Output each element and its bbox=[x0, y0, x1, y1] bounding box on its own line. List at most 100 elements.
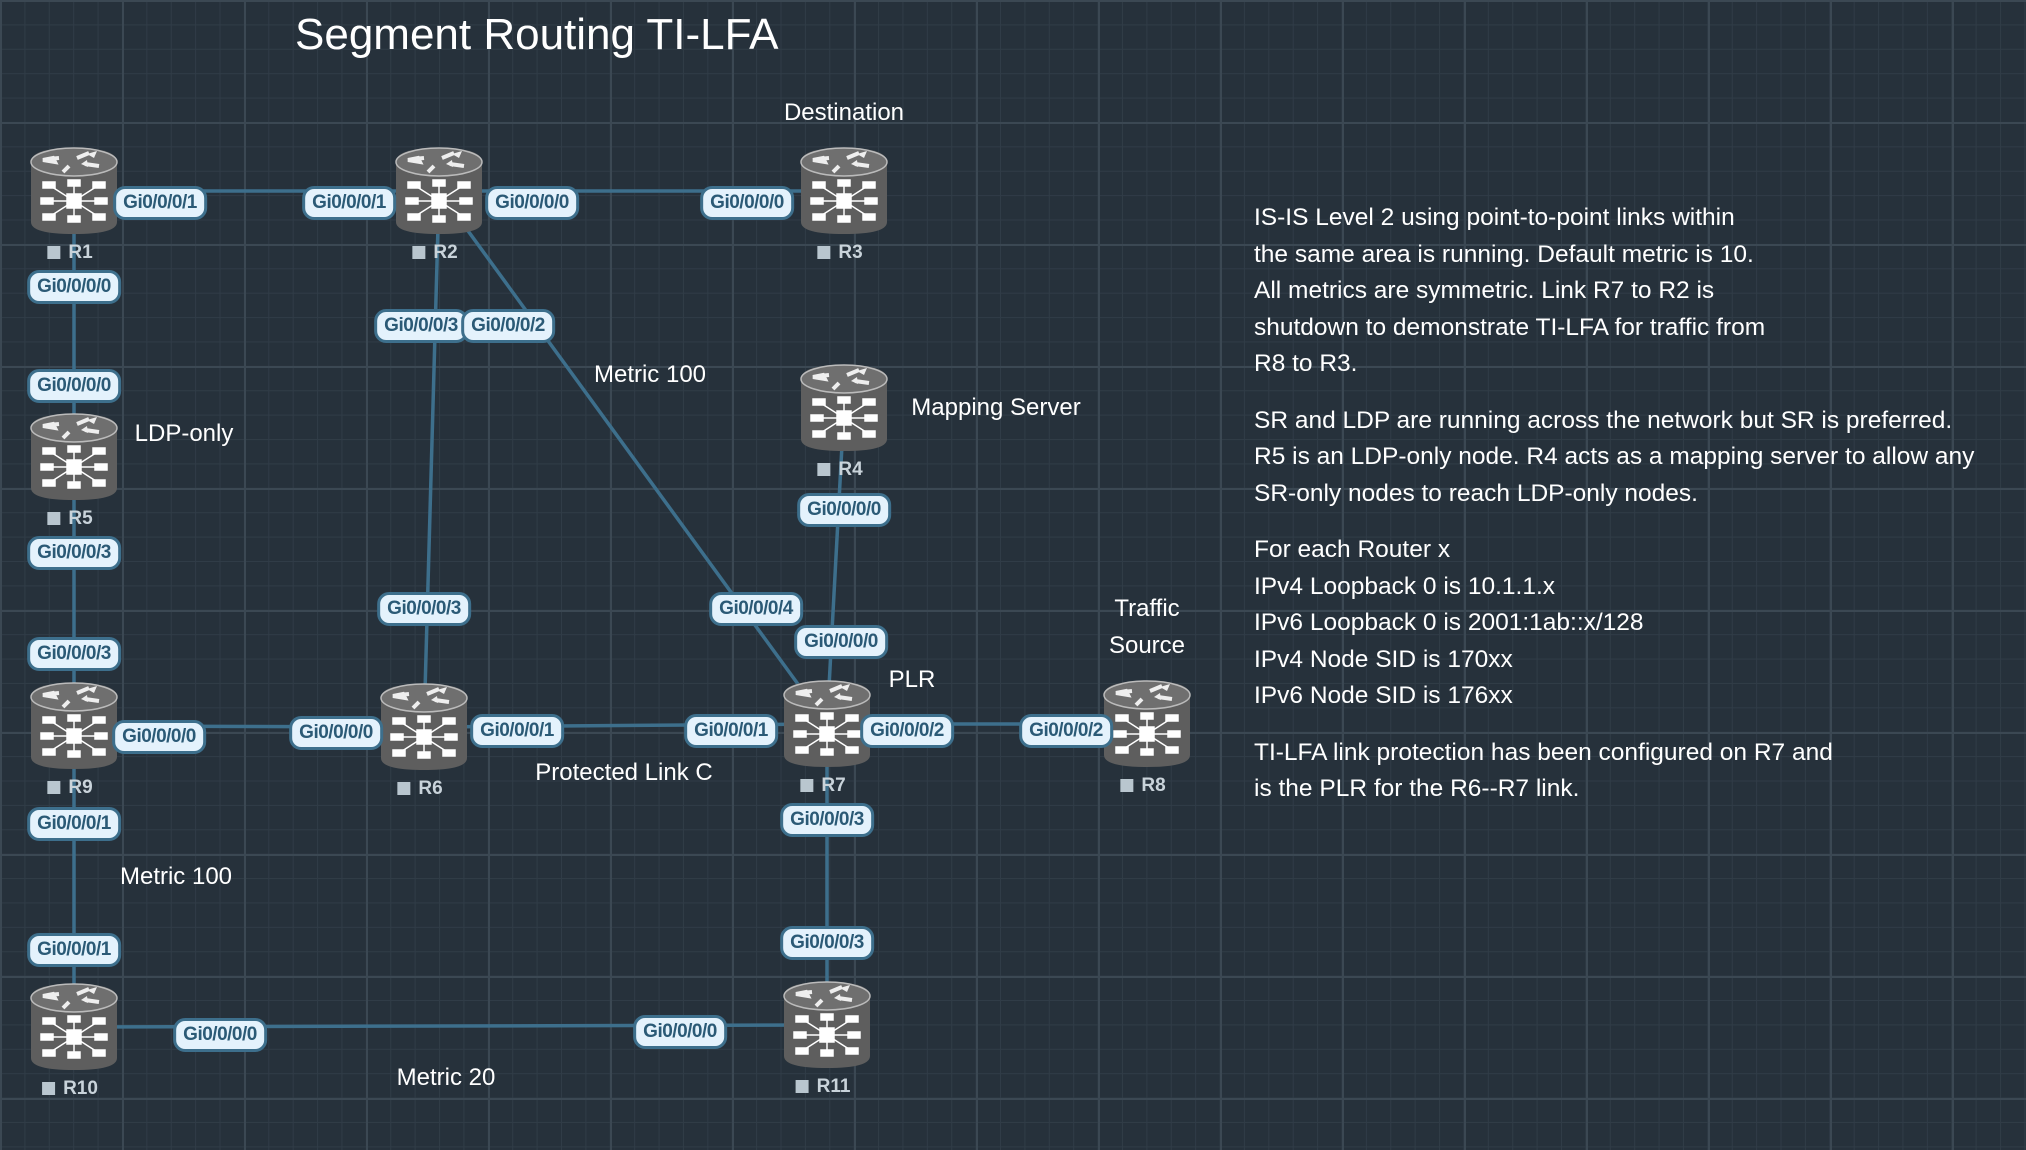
status-square-icon bbox=[800, 779, 814, 792]
router-name: R6 bbox=[418, 778, 443, 799]
interface-label[interactable]: Gi0/0/0/1 bbox=[27, 807, 121, 841]
router-name: R7 bbox=[821, 775, 846, 796]
diagram-title: Segment Routing TI-LFA bbox=[295, 10, 779, 59]
router-name: R5 bbox=[68, 508, 93, 529]
status-square-icon bbox=[795, 1080, 809, 1093]
router-label: R3 bbox=[817, 242, 863, 264]
interface-label[interactable]: Gi0/0/0/3 bbox=[780, 803, 874, 837]
router-name: R3 bbox=[838, 242, 863, 263]
note-line: R8 to R3. bbox=[1254, 350, 1358, 377]
router-label: R1 bbox=[47, 242, 93, 264]
router-name: R2 bbox=[433, 242, 458, 263]
router-name: R1 bbox=[68, 242, 93, 263]
interface-label[interactable]: Gi0/0/0/2 bbox=[1019, 714, 1113, 748]
interface-label[interactable]: Gi0/0/0/3 bbox=[374, 309, 468, 343]
note-line: SR-only nodes to reach LDP-only nodes. bbox=[1254, 479, 1698, 507]
link-r2-r6[interactable] bbox=[422, 190, 441, 728]
interface-label[interactable]: Gi0/0/0/3 bbox=[27, 536, 121, 570]
status-square-icon bbox=[42, 1082, 56, 1095]
interface-label[interactable]: Gi0/0/0/1 bbox=[302, 186, 396, 220]
router-icon[interactable] bbox=[780, 976, 874, 1070]
link-r4-r7[interactable] bbox=[825, 407, 846, 725]
router-label: R10 bbox=[42, 1078, 98, 1100]
note-line: shutdown to demonstrate TI-LFA for traff… bbox=[1254, 313, 1766, 341]
status-square-icon bbox=[47, 781, 61, 794]
interface-label[interactable]: Gi0/0/0/3 bbox=[377, 592, 471, 626]
interface-label[interactable]: Gi0/0/0/4 bbox=[709, 592, 803, 626]
router-name: R4 bbox=[838, 459, 863, 480]
router-icon[interactable] bbox=[27, 978, 121, 1072]
router-icon[interactable] bbox=[27, 408, 121, 502]
status-square-icon bbox=[817, 463, 831, 476]
router-label: R8 bbox=[1120, 775, 1166, 797]
ldp-only-label: LDP-only bbox=[134, 420, 234, 447]
router-icon[interactable] bbox=[27, 142, 121, 236]
interface-label[interactable]: Gi0/0/0/0 bbox=[700, 186, 794, 220]
router-name: R11 bbox=[816, 1076, 851, 1097]
router-label: R6 bbox=[397, 778, 443, 800]
note-line: For each Router x bbox=[1254, 536, 1451, 563]
router-icon[interactable] bbox=[797, 359, 891, 453]
interface-label[interactable]: Gi0/0/0/0 bbox=[112, 720, 206, 754]
router-label: R2 bbox=[412, 242, 458, 264]
metric-r9-r10-label: Metric 100 bbox=[119, 863, 233, 890]
status-square-icon bbox=[47, 512, 61, 525]
interface-label[interactable]: Gi0/0/0/0 bbox=[27, 270, 121, 304]
note-line: the same area is running. Default metric… bbox=[1254, 240, 1754, 268]
note-line: IS-IS Level 2 using point-to-point links… bbox=[1254, 204, 1735, 231]
note-line: TI-LFA link protection has been configur… bbox=[1254, 738, 1833, 766]
protected-link-label: Protected Link C bbox=[535, 759, 713, 786]
router-label: R5 bbox=[47, 508, 93, 530]
router-label: R11 bbox=[795, 1076, 851, 1098]
note-spacer bbox=[1254, 512, 1974, 532]
mapping-server-label: Mapping Server bbox=[911, 394, 1081, 421]
interface-label[interactable]: Gi0/0/0/2 bbox=[860, 714, 954, 748]
source-label: Source bbox=[1108, 632, 1186, 659]
interface-label[interactable]: Gi0/0/0/0 bbox=[27, 369, 121, 403]
note-spacer bbox=[1254, 383, 1974, 403]
interface-label[interactable]: Gi0/0/0/0 bbox=[289, 716, 383, 750]
traffic-label: Traffic bbox=[1114, 595, 1180, 622]
router-label: R4 bbox=[817, 459, 863, 481]
router-label: R7 bbox=[800, 775, 846, 797]
status-square-icon bbox=[817, 246, 831, 259]
link-r2-r7[interactable] bbox=[437, 189, 829, 726]
destination-label: Destination bbox=[783, 99, 905, 126]
description-notes: IS-IS Level 2 using point-to-point links… bbox=[1254, 200, 1974, 808]
note-spacer bbox=[1254, 715, 1974, 735]
router-name: R9 bbox=[68, 777, 93, 798]
interface-label[interactable]: Gi0/0/0/2 bbox=[461, 309, 555, 343]
router-label: R9 bbox=[47, 777, 93, 799]
note-line: SR and LDP are running across the networ… bbox=[1254, 406, 1953, 434]
router-name: R8 bbox=[1141, 775, 1166, 796]
plr-label: PLR bbox=[888, 666, 936, 693]
interface-label[interactable]: Gi0/0/0/1 bbox=[27, 933, 121, 967]
router-icon[interactable] bbox=[797, 142, 891, 236]
router-name: R10 bbox=[63, 1078, 98, 1099]
interface-label[interactable]: Gi0/0/0/3 bbox=[780, 926, 874, 960]
note-line: IPv6 Loopback 0 is 2001:1ab::x/128 bbox=[1254, 609, 1644, 636]
router-icon[interactable] bbox=[377, 678, 471, 772]
interface-label[interactable]: Gi0/0/0/1 bbox=[113, 186, 207, 220]
router-icon[interactable] bbox=[1100, 675, 1194, 769]
interface-label[interactable]: Gi0/0/0/0 bbox=[633, 1015, 727, 1049]
note-line: IPv6 Node SID is 176xx bbox=[1254, 682, 1513, 709]
note-line: R5 is an LDP-only node. R4 acts as a map… bbox=[1254, 443, 1975, 470]
note-line: is the PLR for the R6--R7 link. bbox=[1254, 775, 1580, 802]
status-square-icon bbox=[1120, 779, 1134, 792]
interface-label[interactable]: Gi0/0/0/1 bbox=[470, 714, 564, 748]
metric-r2-r7-label: Metric 100 bbox=[593, 361, 707, 388]
note-line: IPv4 Loopback 0 is 10.1.1.x bbox=[1254, 572, 1555, 600]
interface-label[interactable]: Gi0/0/0/0 bbox=[485, 186, 579, 220]
interface-label[interactable]: Gi0/0/0/3 bbox=[27, 637, 121, 671]
router-icon[interactable] bbox=[392, 142, 486, 236]
interface-label[interactable]: Gi0/0/0/0 bbox=[797, 493, 891, 527]
note-line: All metrics are symmetric. Link R7 to R2… bbox=[1254, 277, 1715, 304]
router-icon[interactable] bbox=[27, 677, 121, 771]
metric-r10-r11-label: Metric 20 bbox=[396, 1064, 496, 1091]
interface-label[interactable]: Gi0/0/0/0 bbox=[173, 1018, 267, 1052]
status-square-icon bbox=[47, 246, 61, 259]
interface-label[interactable]: Gi0/0/0/0 bbox=[794, 625, 888, 659]
interface-label[interactable]: Gi0/0/0/1 bbox=[684, 714, 778, 748]
note-line: IPv4 Node SID is 170xx bbox=[1254, 645, 1513, 673]
